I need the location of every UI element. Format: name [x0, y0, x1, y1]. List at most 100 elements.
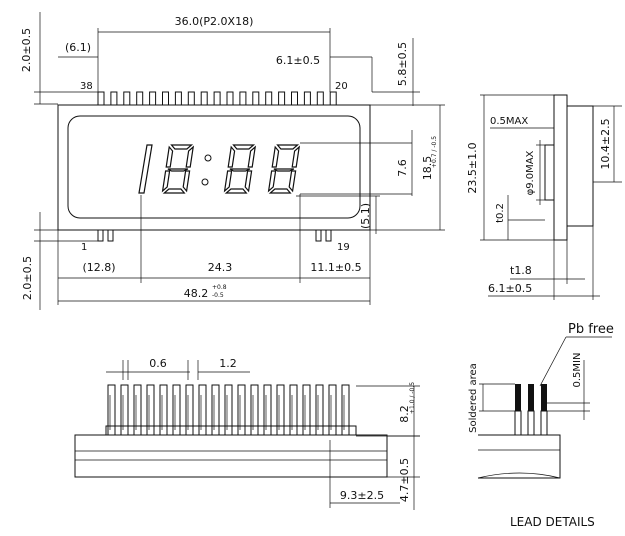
- bottom-pin: [146, 384, 155, 436]
- bottom-pin: [276, 384, 285, 436]
- digit-segment: [276, 144, 300, 150]
- digit-segment: [170, 144, 194, 150]
- digit-1: [138, 144, 153, 194]
- dim-width-tol-top: +0.8: [212, 284, 227, 291]
- soldered-area-label: Soldered area: [468, 363, 479, 433]
- dim-24-3: 24.3: [208, 261, 233, 274]
- digit-segment: [291, 145, 301, 168]
- top-pin: [265, 91, 273, 106]
- dim-width: 48.2: [184, 287, 209, 300]
- digit-8: [161, 144, 195, 194]
- dim-11-1: 11.1±0.5: [310, 261, 361, 274]
- digit-segment: [273, 168, 295, 172]
- top-pin: [329, 91, 337, 106]
- dim-8-2-tol: +1.0 / -0.5: [409, 382, 416, 414]
- dim-bottom-lead-len: 2.0±0.5: [21, 256, 34, 300]
- top-pin: [123, 91, 131, 106]
- dim-left-lead: (6.1): [65, 41, 91, 54]
- digit-segment: [267, 170, 277, 193]
- colon-bottom: [201, 178, 209, 186]
- lead-details: Pb free Soldered area 0.5MIN LEAD DETAIL…: [468, 322, 614, 529]
- top-pin: [213, 91, 221, 106]
- dim-side-6-1: 6.1±0.5: [488, 282, 532, 295]
- side-view: 23.5±1.0 0.5MAX φ9.0MAX 10.4±2.5 t0.2 t1…: [466, 94, 622, 300]
- dim-width-tol-bot: -0.5: [212, 292, 224, 299]
- digit-segment: [247, 145, 257, 168]
- bottom-pin: [250, 384, 259, 436]
- pin-19-lead: [325, 229, 332, 242]
- top-pin: [149, 91, 157, 106]
- digit-segment: [227, 145, 236, 168]
- bottom-pin: [341, 384, 350, 436]
- top-pins: [97, 91, 337, 106]
- digit-segment: [244, 170, 253, 193]
- bottom-pin: [315, 384, 324, 436]
- bottom-pin: [198, 384, 207, 436]
- dim-7-6: 7.6: [396, 159, 409, 177]
- dim-9-3: 9.3±2.5: [340, 489, 384, 502]
- dim-5-1: (5.1): [359, 203, 372, 229]
- dim-pitch: 36.0(P2.0X18): [175, 15, 254, 28]
- dim-12-8: (12.8): [82, 261, 115, 274]
- digit-segment: [223, 170, 233, 193]
- dim-0-6: 0.6: [149, 357, 167, 370]
- dim-t0-2: t0.2: [495, 203, 506, 223]
- bottom-pin: [237, 384, 246, 436]
- top-pin: [187, 91, 195, 106]
- display-body: [57, 104, 371, 231]
- front-view: 36.0(P2.0X18) (6.1) 6.1±0.5 2.0±0.5 5.8±…: [20, 12, 445, 310]
- dim-t1-8: t1.8: [510, 264, 532, 277]
- dim-1-2: 1.2: [219, 357, 237, 370]
- pin-20-label: 20: [335, 81, 348, 92]
- digit-8: [267, 144, 301, 194]
- digit-segment: [229, 168, 251, 172]
- dim-top-lead-len: 2.0±0.5: [20, 28, 33, 72]
- bottom-pin: [328, 384, 337, 436]
- dim-10-4: 10.4±2.5: [599, 118, 612, 169]
- top-pin: [291, 91, 298, 106]
- dim-4-7: 4.7±0.5: [398, 458, 411, 502]
- bottom-pin: [172, 384, 181, 436]
- dim-side-height: 23.5±1.0: [466, 142, 479, 193]
- bottom-pin: [263, 384, 272, 436]
- top-pin: [316, 91, 324, 106]
- digit-segment: [271, 145, 280, 168]
- bottom-pin: [133, 384, 142, 436]
- pin-1-label: 1: [81, 242, 87, 253]
- pin-38-label: 38: [80, 81, 93, 92]
- pb-free-label: Pb free: [568, 322, 614, 337]
- digit-segment: [182, 170, 191, 193]
- bottom-view-pins: [107, 384, 350, 436]
- dim-8-2: 8.2: [398, 405, 411, 423]
- pin-1-lead: [97, 229, 104, 242]
- top-pin: [200, 91, 208, 106]
- dim-0-5max: 0.5MAX: [490, 116, 528, 127]
- digit-segment: [162, 188, 186, 194]
- dim-right-lead: 6.1±0.5: [276, 54, 320, 67]
- top-pin: [162, 91, 169, 106]
- dim-phi-9: φ9.0MAX: [525, 150, 536, 195]
- display-window: [67, 115, 361, 219]
- bottom-body: [74, 434, 388, 478]
- top-pin: [110, 91, 118, 106]
- bottom-pin: [211, 384, 220, 436]
- digit-segment: [268, 188, 292, 194]
- bottom-pin: [159, 384, 168, 436]
- bottom-pin: [107, 384, 116, 436]
- digit-segment: [161, 170, 171, 193]
- top-pin: [97, 91, 105, 106]
- pin-19-label: 19: [337, 242, 350, 253]
- digit-segment: [224, 188, 248, 194]
- bottom-view: 0.6 1.2 8.2 +1.0 / -0.5 4.7±0.5 9.3±2.5: [74, 357, 420, 510]
- bottom-pin: [224, 384, 233, 436]
- bottom-pin: [289, 384, 298, 436]
- pin-18-lead: [315, 229, 322, 242]
- dim-digit-height: 18.5: [421, 156, 434, 181]
- bottom-pin: [120, 384, 129, 436]
- top-pin: [226, 91, 234, 106]
- pin-2-lead: [107, 229, 114, 242]
- dim-0-5min: 0.5MIN: [572, 353, 583, 388]
- top-pin: [252, 91, 260, 106]
- top-pin: [303, 91, 311, 106]
